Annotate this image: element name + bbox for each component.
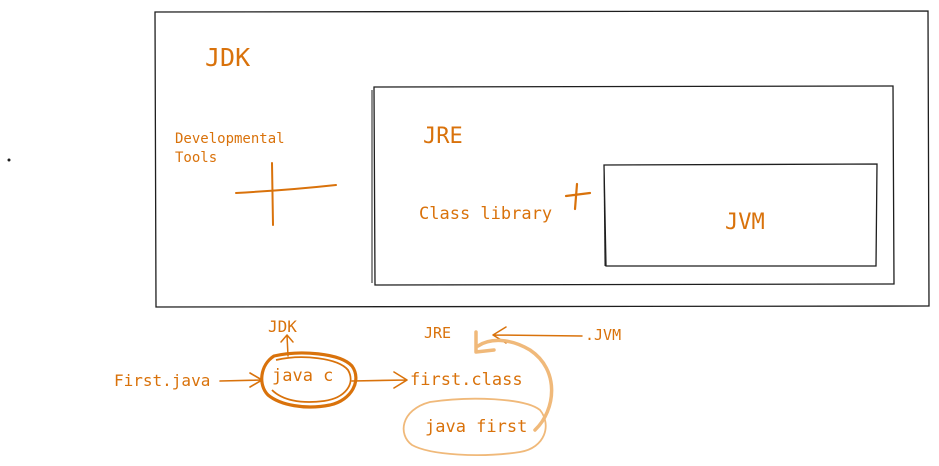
jre-box [373, 85, 895, 286]
run-command-loop [402, 397, 547, 456]
arrow-source-to-compiler [219, 372, 263, 388]
arrow-compiler-to-class [351, 371, 408, 389]
jvm-box-label: JVM [725, 210, 765, 235]
plus-sign-large [235, 162, 337, 226]
jdk-box [154, 10, 930, 308]
source-file-label: First.java [114, 371, 211, 390]
compiler-tag-label: JDK [268, 317, 297, 336]
arrow-compiler-to-jdk [280, 334, 294, 357]
run-command-label: java first [425, 417, 528, 437]
run-to-jre-curve [476, 338, 554, 432]
compiler-circle-retrace [271, 356, 352, 403]
class-file-label: first.class [410, 370, 523, 390]
class-library-label: Class library [419, 204, 553, 224]
jvm-box [603, 163, 878, 267]
stray-dot [7, 158, 11, 162]
dev-tools-label-line1: Developmental [175, 131, 285, 147]
vm-tag-label: .JVM [585, 326, 622, 344]
run-to-jre-arrowhead [474, 330, 496, 354]
compiler-circle [260, 351, 358, 409]
jvm-box-sketch-line [603, 166, 606, 267]
compiler-label: java c [272, 366, 334, 386]
jdk-box-label: JDK [205, 43, 251, 72]
dev-tools-label-line2: Tools [175, 150, 218, 166]
plus-sign-small [564, 182, 592, 211]
runtime-tag-label: JRE [424, 324, 452, 342]
jre-box-label: JRE [423, 124, 463, 149]
